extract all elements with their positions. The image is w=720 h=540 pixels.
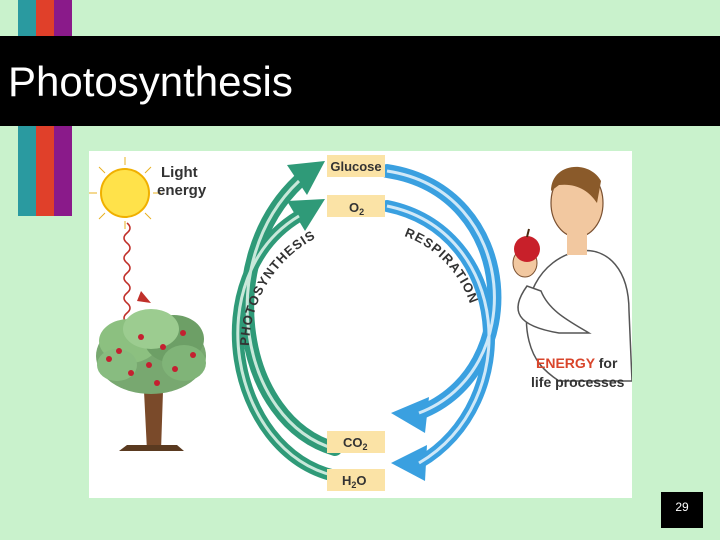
glucose-box: Glucose xyxy=(327,155,385,177)
deco-bar-red-bottom xyxy=(36,126,54,216)
deco-bar-purple-top xyxy=(54,0,72,36)
svg-text:CO2: CO2 xyxy=(343,435,368,452)
light-label-line1: Light xyxy=(161,164,198,181)
o2-box: O2 xyxy=(327,195,385,217)
deco-bar-red-top xyxy=(36,0,54,36)
co2-box: CO2 xyxy=(327,431,385,453)
title-band xyxy=(0,36,720,126)
respiration-arrows xyxy=(380,164,502,481)
h2o-box: H2O xyxy=(327,469,385,491)
diagram-panel: Light energy xyxy=(89,151,633,498)
photosynthesis-arrows xyxy=(231,161,342,482)
sun-icon xyxy=(89,157,161,229)
slide-title: Photosynthesis xyxy=(8,58,293,105)
person-icon xyxy=(512,166,633,382)
tree-icon xyxy=(96,309,206,451)
svg-text:H2O: H2O xyxy=(342,473,367,490)
deco-bar-purple-bottom xyxy=(54,126,72,216)
deco-bar-teal-top xyxy=(18,0,36,36)
energy-label-line2: life processes xyxy=(531,374,625,390)
svg-text:O2: O2 xyxy=(349,200,364,217)
deco-bar-teal-bottom xyxy=(18,126,36,216)
energy-label-line1: ENERGY for xyxy=(536,355,618,371)
svg-text:Glucose: Glucose xyxy=(330,159,381,174)
photosynthesis-cycle-diagram: Light energy xyxy=(89,155,633,491)
light-label-line2: energy xyxy=(157,182,207,199)
apple-icon xyxy=(514,228,540,262)
slide-number: 29 xyxy=(661,492,703,528)
light-ray-icon xyxy=(123,222,151,330)
